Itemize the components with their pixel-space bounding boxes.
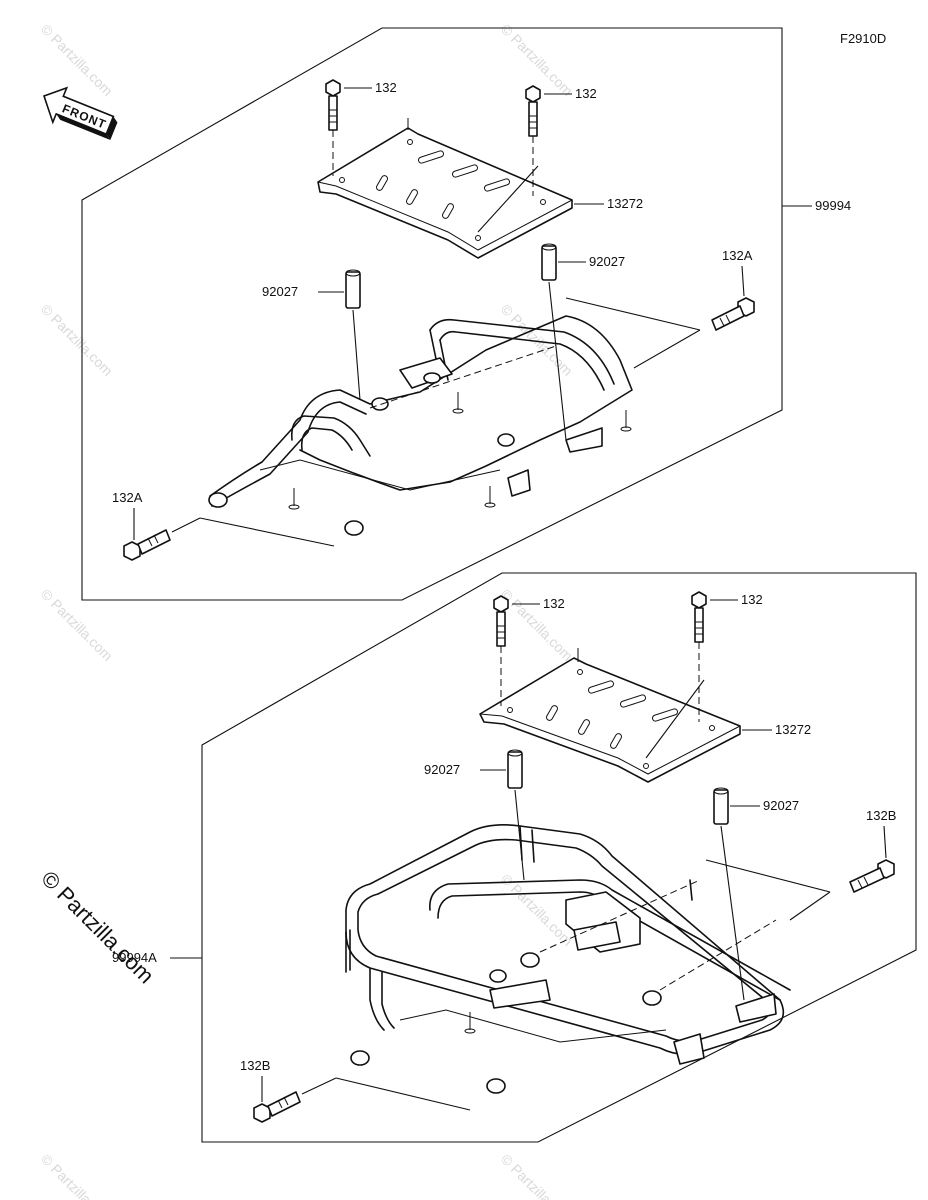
- upper-label-92027-left: 92027: [262, 284, 298, 299]
- watermark-8: © Partzilla.com: [38, 1151, 116, 1200]
- lower-collar-left-icon: [507, 749, 523, 789]
- upper-assembly: 132 132 13272 92027: [81, 27, 851, 601]
- lower-label-132B-rear: 132B: [866, 808, 896, 823]
- lower-label-132-left: 132: [543, 596, 565, 611]
- watermark-2: © Partzilla.com: [498, 21, 576, 99]
- lower-bolt-right-icon: [691, 591, 707, 643]
- upper-label-92027-right: 92027: [589, 254, 625, 269]
- watermark-5: © Partzilla.com: [38, 586, 116, 664]
- lower-label-99994A: 99994A: [112, 950, 157, 965]
- upper-bolt-front-icon: [123, 529, 171, 561]
- front-arrow-icon: FRONT: [42, 86, 118, 141]
- lower-rack-icon: [345, 824, 791, 1094]
- diagram-code: F2910D: [840, 31, 886, 46]
- upper-frame: [81, 27, 783, 601]
- lower-frame: [201, 572, 917, 1143]
- watermark-1: © Partzilla.com: [38, 21, 116, 99]
- watermark-large: © Partzilla.com: [36, 866, 159, 989]
- lower-label-132-right: 132: [741, 592, 763, 607]
- lower-plate-icon: [479, 648, 741, 783]
- lower-label-92027-left: 92027: [424, 762, 460, 777]
- upper-label-99994: 99994: [815, 198, 851, 213]
- lower-bolt-front-icon: [253, 1091, 301, 1123]
- upper-collar-left-icon: [345, 269, 361, 309]
- upper-label-132A-front: 132A: [112, 490, 143, 505]
- lower-assembly: 132 132 13272 92027: [112, 572, 917, 1143]
- lower-bolt-left-icon: [493, 595, 509, 647]
- upper-label-132-right: 132: [575, 86, 597, 101]
- upper-label-13272: 13272: [607, 196, 643, 211]
- lower-collar-right-icon: [713, 787, 729, 825]
- lower-label-132B-front: 132B: [240, 1058, 270, 1073]
- watermark-9: © Partzilla.com: [498, 1151, 576, 1200]
- upper-plate-icon: [317, 118, 573, 259]
- lower-label-13272: 13272: [775, 722, 811, 737]
- watermark-3: © Partzilla.com: [38, 301, 116, 379]
- upper-bolt-rear-icon: [711, 297, 755, 331]
- upper-label-132A-rear: 132A: [722, 248, 753, 263]
- upper-rack-icon: [208, 315, 633, 536]
- lower-label-92027-right: 92027: [763, 798, 799, 813]
- lower-bolt-rear-icon: [849, 859, 895, 893]
- upper-bolt-left-icon: [325, 79, 341, 131]
- upper-collar-right-icon: [541, 243, 557, 281]
- upper-bolt-right-icon: [525, 85, 541, 137]
- upper-label-132-left: 132: [375, 80, 397, 95]
